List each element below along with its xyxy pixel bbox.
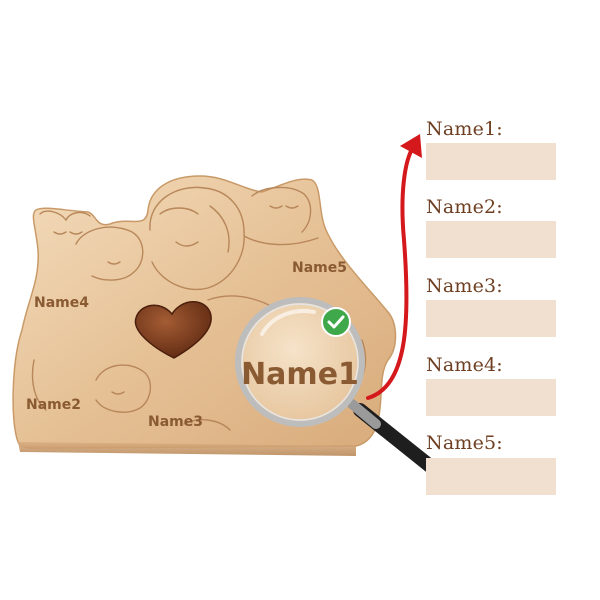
- animal-carvings: [31, 186, 367, 431]
- field-label-name3: Name3:: [426, 275, 503, 297]
- check-badge-icon: [321, 307, 351, 337]
- engraving-name5: Name5: [292, 260, 347, 276]
- engraving-name2: Name2: [26, 397, 81, 413]
- name2-input[interactable]: [426, 221, 556, 258]
- field-label-name2: Name2:: [426, 196, 503, 218]
- field-label-name1: Name1:: [426, 118, 503, 140]
- name4-input[interactable]: [426, 379, 556, 416]
- engraving-name3: Name3: [148, 414, 203, 430]
- arrow-icon: [366, 134, 422, 400]
- field-label-name5: Name5:: [426, 432, 503, 454]
- field-label-name4: Name4:: [426, 354, 503, 376]
- engraving-name1: Name1: [241, 357, 359, 392]
- name5-input[interactable]: [426, 458, 556, 495]
- name1-input[interactable]: [426, 143, 556, 180]
- name3-input[interactable]: [426, 300, 556, 337]
- engraving-name4: Name4: [34, 295, 89, 311]
- heart-piece: [134, 301, 212, 359]
